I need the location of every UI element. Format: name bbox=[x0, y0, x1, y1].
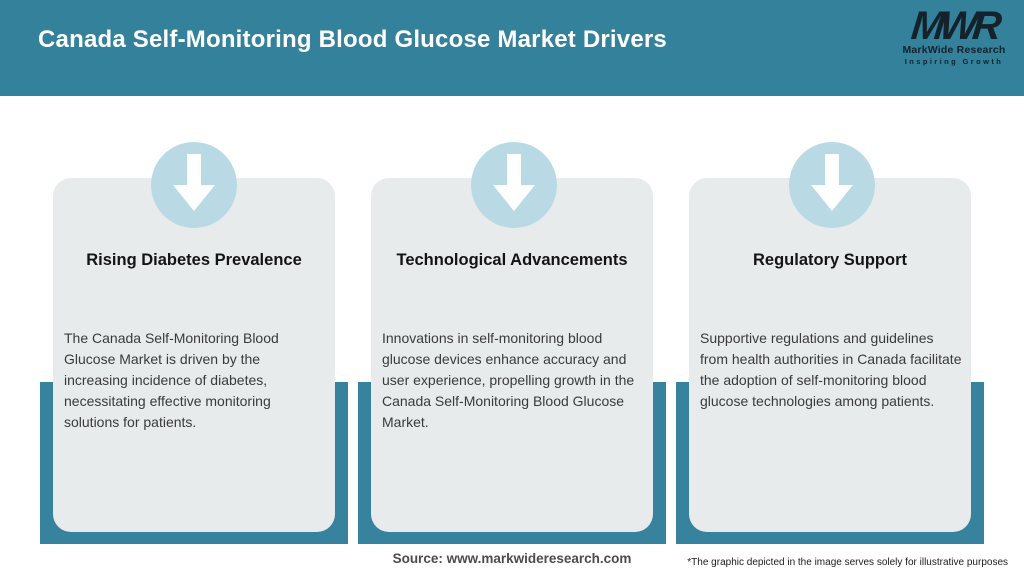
card-title: Regulatory Support bbox=[752, 251, 907, 269]
driver-card-regulatory-support: Regulatory Support Supportive regulation… bbox=[689, 178, 971, 532]
header-bar: Canada Self-Monitoring Blood Glucose Mar… bbox=[0, 0, 1024, 96]
logo-tagline: Inspiring Growth bbox=[904, 57, 1004, 66]
page-title: Canada Self-Monitoring Blood Glucose Mar… bbox=[38, 26, 667, 53]
logo-name: MarkWide Research bbox=[902, 44, 1006, 56]
disclaimer-note: *The graphic depicted in the image serve… bbox=[687, 557, 1008, 568]
arrow-badge bbox=[151, 142, 237, 228]
down-arrow-icon bbox=[173, 154, 215, 211]
card-title: Rising Diabetes Prevalence bbox=[86, 251, 302, 269]
card-body-text: Supportive regulations and guidelines fr… bbox=[700, 330, 962, 409]
source-attribution: Source: www.markwideresearch.com bbox=[392, 551, 632, 566]
logo-monogram: MWR bbox=[909, 4, 999, 48]
card-body-text: The Canada Self-Monitoring Blood Glucose… bbox=[64, 330, 279, 430]
card-title: Technological Advancements bbox=[396, 251, 628, 269]
markwide-research-logo: MWR MarkWide Research Inspiring Growth bbox=[902, 4, 1006, 66]
down-arrow-icon bbox=[811, 154, 853, 211]
arrow-badge bbox=[471, 142, 557, 228]
down-arrow-icon bbox=[493, 154, 535, 211]
driver-card-rising-diabetes-prevalence: Rising Diabetes Prevalence The Canada Se… bbox=[53, 178, 335, 532]
card-body-text: Innovations in self-monitoring blood glu… bbox=[382, 330, 635, 430]
arrow-badge bbox=[789, 142, 875, 228]
driver-card-technological-advancements: Technological Advancements Innovations i… bbox=[371, 178, 653, 532]
